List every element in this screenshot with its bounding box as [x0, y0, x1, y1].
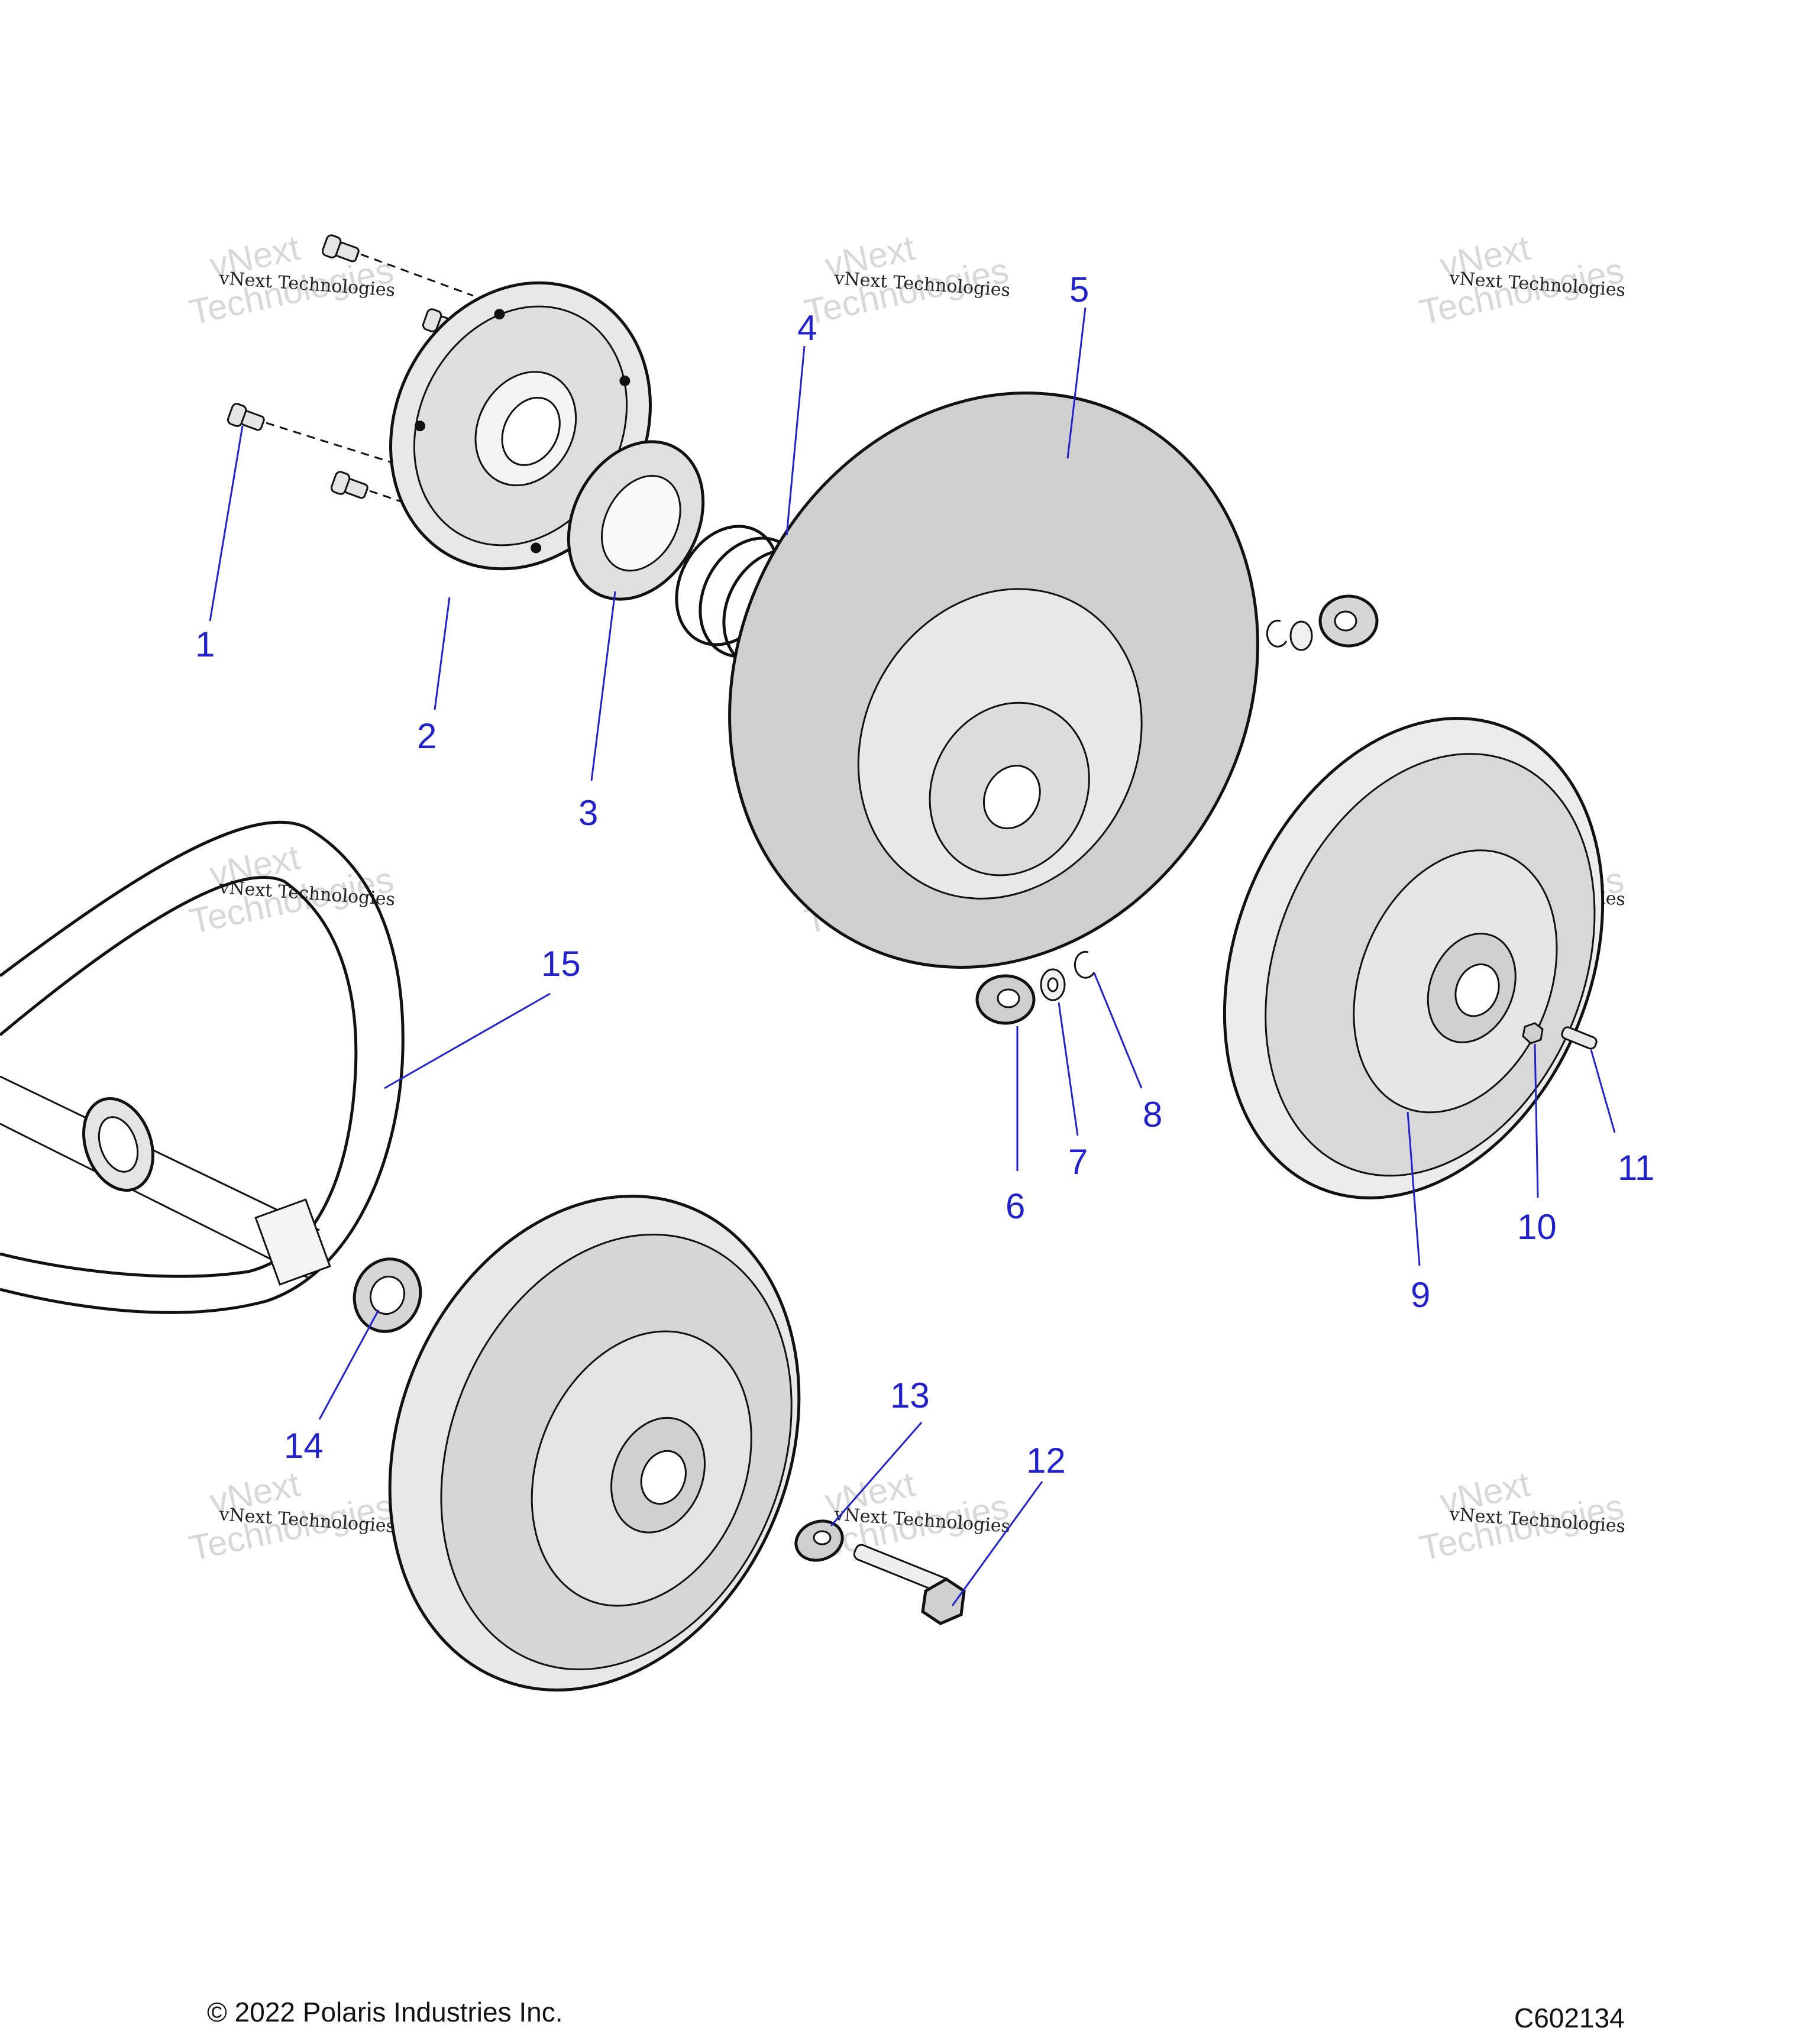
callout-2: 2: [417, 716, 437, 756]
callout-1: 1: [195, 625, 215, 664]
part-e-clip: [1074, 950, 1095, 979]
callout-10: 10: [1517, 1207, 1557, 1247]
callout-7: 7: [1068, 1142, 1088, 1182]
callout-13: 13: [890, 1376, 930, 1415]
watermark: vNext Technologies: [186, 228, 397, 332]
part-movable-sheave: [728, 392, 1259, 969]
part-screws: [227, 234, 460, 499]
part-washer-13: [794, 1519, 844, 1562]
callout-15: 15: [541, 944, 581, 984]
callout-4: 4: [797, 308, 817, 348]
callout-12: 12: [1026, 1441, 1066, 1480]
callouts: 1 2 3 4 5 6 7 8 9 10 11 12 13 14 15: [195, 270, 1654, 1480]
part-washer-14: [353, 1257, 422, 1333]
part-fixed-sheave-lower: [388, 1195, 801, 1692]
callout-5: 5: [1069, 270, 1089, 309]
figure-id: C602134: [1514, 2003, 1625, 2033]
callout-9: 9: [1411, 1275, 1430, 1315]
watermark: vNext Technologies: [1416, 228, 1627, 332]
callout-14: 14: [284, 1426, 324, 1466]
part-roller-set-upper: [1266, 594, 1379, 651]
leader-lines: [209, 307, 1616, 1606]
callout-6: 6: [1006, 1186, 1025, 1226]
part-ring: [567, 440, 705, 601]
callout-3: 3: [578, 793, 598, 833]
part-pin: [1561, 1026, 1598, 1050]
part-washer: [1040, 968, 1066, 1001]
part-fixed-sheave-right: [1223, 717, 1605, 1199]
part-bolt: [853, 1544, 966, 1625]
copyright-text: © 2022 Polaris Industries Inc.: [207, 1997, 563, 2027]
part-nut: [1522, 1022, 1544, 1044]
part-shaft: [0, 1075, 331, 1286]
part-roller: [975, 974, 1036, 1025]
callout-11: 11: [1618, 1148, 1654, 1188]
part-belt: [0, 820, 405, 1314]
watermark: vNext Technologies: [801, 228, 1012, 332]
callout-8: 8: [1143, 1095, 1162, 1134]
watermark: vNext Technologies: [1416, 1464, 1627, 1568]
